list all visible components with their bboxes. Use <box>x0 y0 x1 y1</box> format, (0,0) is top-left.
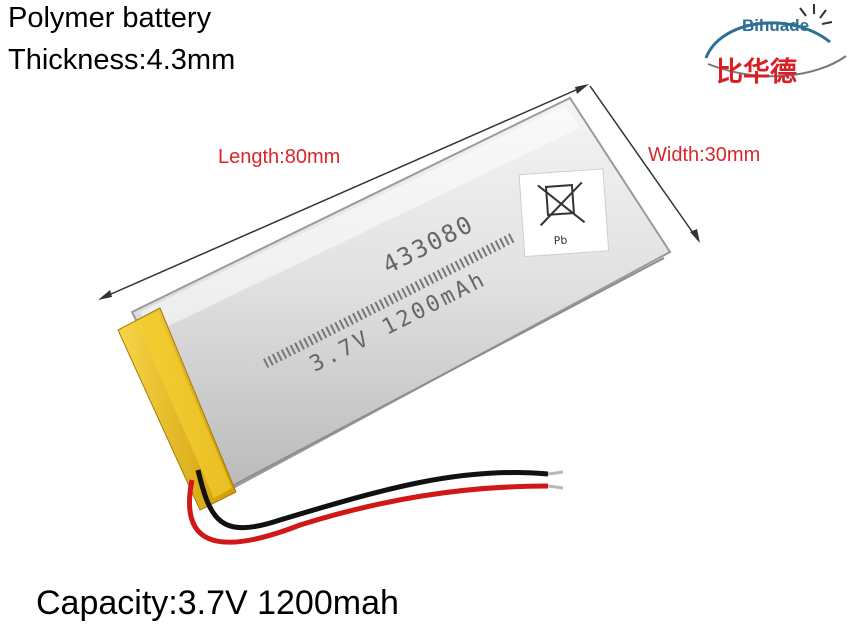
recycle-mark-label: Pb <box>553 234 568 248</box>
length-dimension-arrow <box>98 84 589 300</box>
thickness-label: Thickness:4.3mm <box>8 44 236 76</box>
product-type-label: Polymer battery <box>8 2 212 34</box>
battery-wires <box>186 469 564 545</box>
brand-name-cn: 比华德 <box>716 57 797 88</box>
width-label: Width:30mm <box>648 144 761 166</box>
battery-tab-tape <box>117 307 237 511</box>
crossed-bin-icon <box>544 184 575 216</box>
capacity-label: Capacity:3.7V 1200mah <box>36 584 399 622</box>
length-label: Length:80mm <box>218 146 341 168</box>
width-dimension-arrow <box>589 85 700 243</box>
brand-name-en: Bihuade <box>742 16 810 35</box>
recycle-mark: Pb <box>518 168 610 258</box>
logo-graphic <box>704 4 847 78</box>
